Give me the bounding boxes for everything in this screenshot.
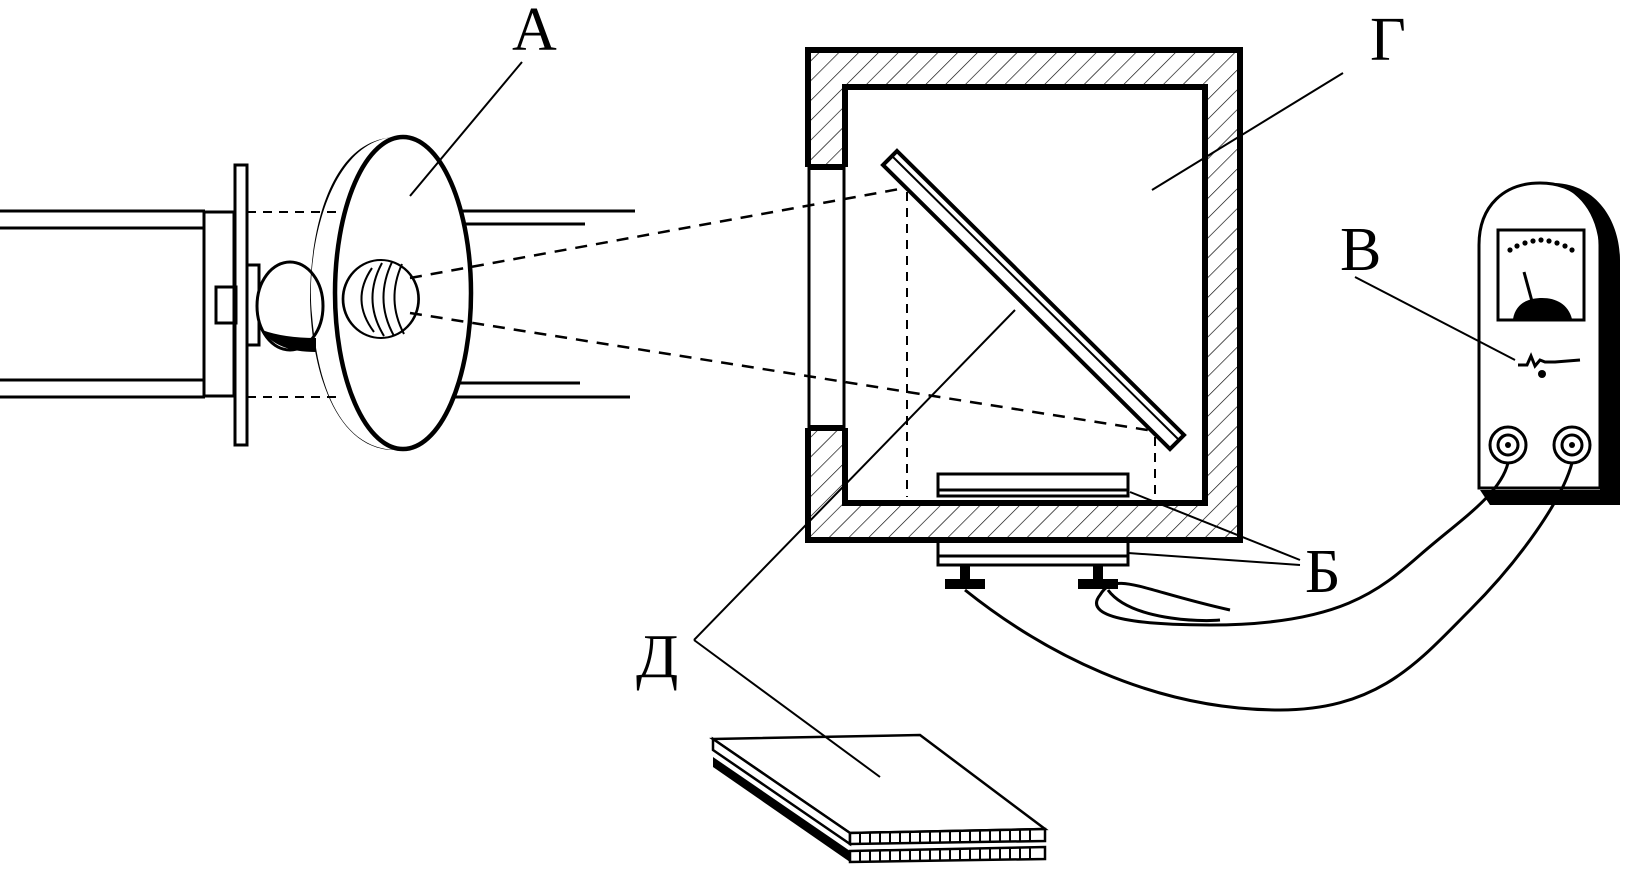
label-g: Г	[1370, 6, 1406, 74]
socket-tab	[214, 285, 238, 325]
terminal-left	[1488, 425, 1528, 465]
galvanometer	[1477, 181, 1620, 505]
label-v: В	[1340, 216, 1381, 284]
lamp-tube	[0, 209, 236, 399]
dial-scale	[1507, 237, 1575, 253]
label-d: Д	[636, 623, 678, 691]
sensor-block	[936, 538, 1130, 589]
reflector-dish	[310, 134, 474, 452]
connection-wires	[964, 462, 1574, 712]
sample-plate-inner	[936, 472, 1130, 498]
lamp-assembly	[0, 134, 1161, 452]
label-a: А	[512, 0, 557, 64]
terminal-right	[1552, 425, 1592, 465]
label-b: Б	[1305, 538, 1341, 606]
chamber-box	[805, 47, 1243, 543]
spare-plates	[709, 733, 1049, 864]
lamp-bulb	[255, 260, 325, 352]
plate-edge-ticks	[859, 829, 1031, 862]
diagonal-mirror	[880, 148, 1187, 452]
leader-lines	[409, 61, 1516, 778]
